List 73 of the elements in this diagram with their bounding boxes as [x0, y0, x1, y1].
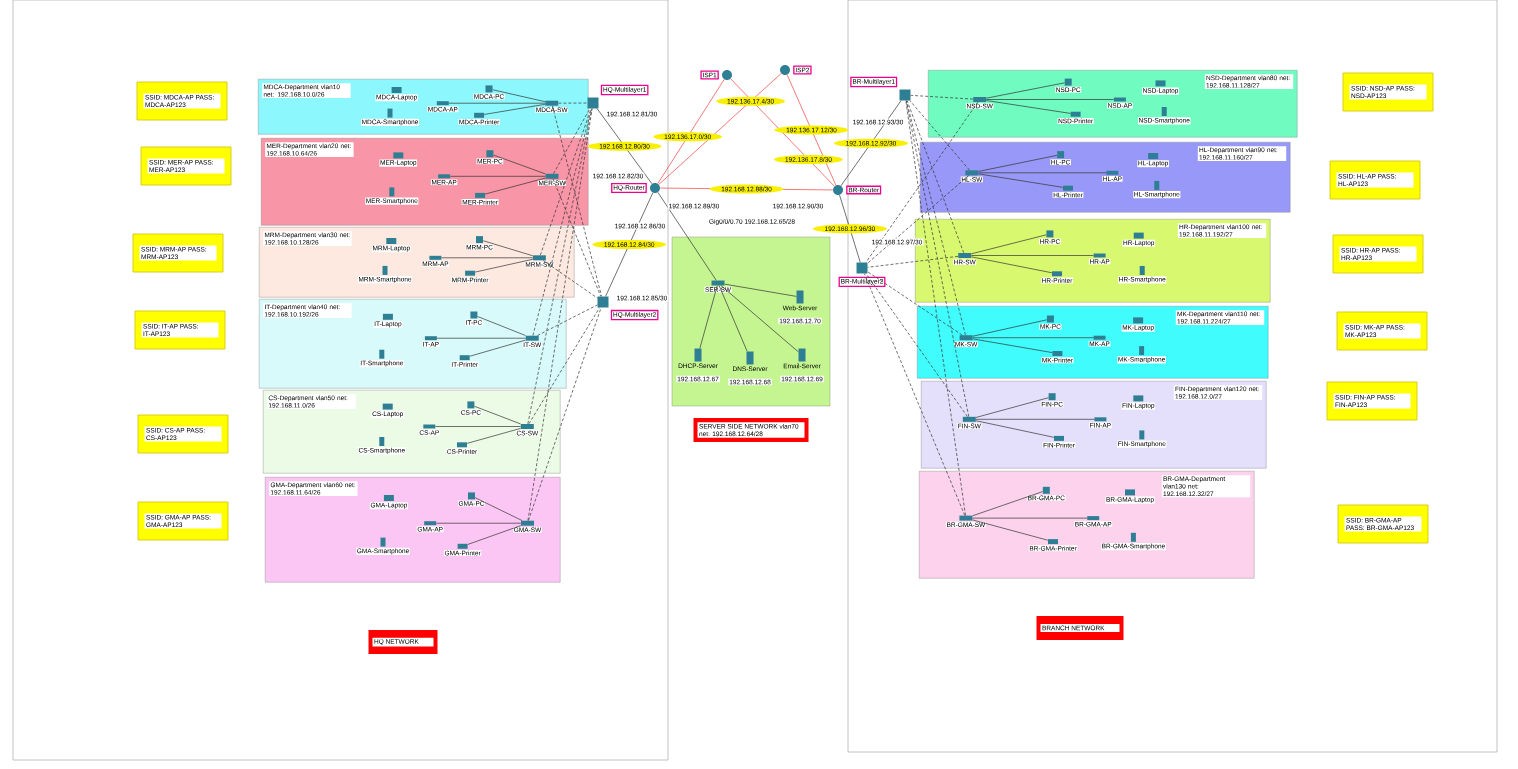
cable	[552, 105, 602, 297]
cable	[528, 307, 600, 425]
cable	[972, 337, 1094, 339]
cable	[978, 155, 1058, 172]
cable	[537, 304, 598, 336]
cable	[436, 337, 526, 339]
cable	[532, 108, 592, 336]
cable	[972, 491, 1043, 517]
cable	[484, 177, 546, 195]
cable	[906, 100, 965, 254]
cable	[972, 519, 1049, 541]
cable	[867, 271, 963, 336]
cable	[527, 108, 593, 521]
cable	[975, 397, 1049, 418]
cable	[972, 517, 1088, 519]
cable	[605, 192, 654, 297]
cable	[986, 100, 1071, 114]
cable	[436, 522, 522, 524]
cable	[493, 154, 546, 175]
cable	[540, 108, 592, 256]
cable	[786, 74, 837, 186]
cable	[596, 108, 653, 185]
cable	[467, 525, 522, 545]
cable	[492, 89, 546, 103]
cable	[542, 260, 598, 299]
cable	[867, 255, 959, 268]
cable	[482, 240, 534, 257]
cable	[441, 257, 534, 259]
cable	[720, 285, 799, 353]
cable	[553, 108, 591, 174]
cable	[905, 100, 970, 417]
cable	[469, 339, 526, 357]
cable	[975, 420, 1055, 438]
cable	[978, 172, 1107, 174]
cable	[718, 285, 748, 352]
cable	[865, 101, 979, 263]
cable	[986, 99, 1115, 100]
cable	[865, 273, 968, 417]
cable	[528, 307, 602, 521]
cable	[905, 100, 966, 516]
cable	[840, 100, 902, 187]
cable	[552, 178, 602, 297]
cable	[839, 194, 861, 263]
cable	[730, 78, 835, 187]
cable	[864, 273, 966, 516]
cable	[910, 95, 974, 100]
cable	[657, 79, 725, 184]
cable	[558, 102, 588, 104]
cable	[971, 234, 1047, 255]
cable	[972, 319, 1048, 337]
cable	[474, 405, 521, 425]
cable	[474, 258, 534, 273]
cable	[449, 175, 546, 177]
cable	[867, 175, 970, 264]
cable	[986, 82, 1065, 99]
cable	[975, 418, 1095, 420]
cable	[906, 100, 966, 336]
server-area	[671, 236, 831, 407]
cable	[909, 100, 970, 171]
cable	[657, 192, 717, 281]
cable	[658, 73, 782, 185]
cable	[435, 426, 521, 427]
cable	[477, 316, 526, 336]
cable	[971, 255, 1094, 256]
cable	[972, 338, 1053, 353]
cable	[466, 428, 521, 444]
cable	[971, 256, 1053, 274]
cable	[448, 102, 546, 104]
cable	[699, 285, 718, 349]
cable	[978, 173, 1064, 188]
cable	[724, 283, 797, 297]
cable	[474, 497, 523, 521]
cable	[483, 103, 546, 115]
